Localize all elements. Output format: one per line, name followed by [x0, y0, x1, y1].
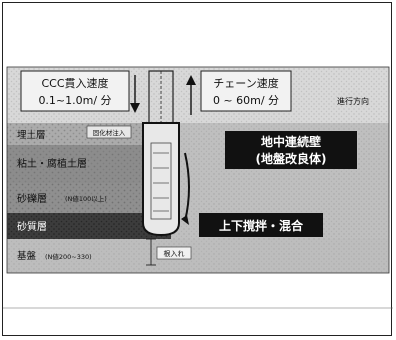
layer-label-sand: 砂質層: [17, 220, 47, 233]
chain-speed-range: 0 ~ 60m/ 分: [213, 94, 279, 107]
injection-note: 固化材注入: [93, 128, 126, 137]
layer-label-bedrock: 基盤: [17, 250, 37, 262]
layer-label-gravel: 砂礫層: [17, 192, 47, 205]
wall-label-box: 地中連続壁 (地盤改良体): [225, 131, 357, 169]
diagram-canvas: CCC貫入速度 0.1~1.0m/ 分 チェーン速度 0 ~ 60m/ 分 進行…: [3, 66, 393, 309]
wall-label-subtitle: (地盤改良体): [256, 151, 327, 166]
layer-label-clay: 粘土・腐植土層: [17, 157, 87, 170]
penetration-speed-range: 0.1~1.0m/ 分: [38, 94, 111, 107]
layer-note-bedrock: (N値200~330): [45, 252, 92, 261]
penetration-speed-box: CCC貫入速度 0.1~1.0m/ 分: [20, 70, 130, 112]
chain-cutter: [142, 70, 190, 237]
embed-marker: 根入れ: [146, 238, 192, 266]
figure-frame: CCC貫入速度 0.1~1.0m/ 分 チェーン速度 0 ~ 60m/ 分 進行…: [2, 2, 393, 336]
layer-label-fill: 埋土層: [17, 129, 46, 141]
chain-speed-box: チェーン速度 0 ~ 60m/ 分: [200, 70, 292, 112]
penetration-arrow: [130, 75, 140, 113]
layer-note-gravel: (N値100以上): [65, 194, 107, 203]
wall-label-title: 地中連続壁: [261, 134, 321, 149]
mix-label-box: 上下撹拌・混合: [199, 213, 323, 237]
mix-label: 上下撹拌・混合: [219, 218, 304, 233]
chain-speed-title: チェーン速度: [213, 76, 278, 90]
chain-arrow: [186, 75, 196, 115]
penetration-speed-title: CCC貫入速度: [41, 76, 108, 90]
direction-label: 進行方向: [337, 96, 369, 106]
embed-label: 根入れ: [164, 249, 185, 258]
